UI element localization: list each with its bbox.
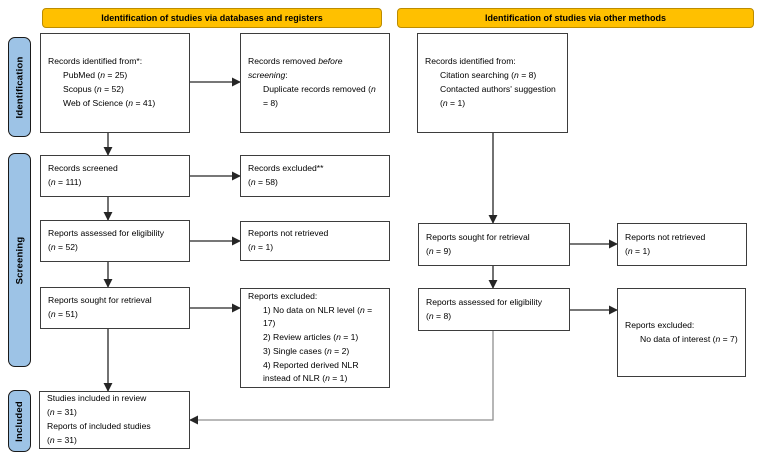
- box-text-line: (n = 1): [625, 245, 651, 256]
- banner-other-label: Identification of studies via other meth…: [484, 12, 667, 23]
- box-text-line: Citation searching (n = 8): [440, 70, 537, 81]
- box-records-screened: Records screened (n = 111): [40, 155, 190, 197]
- box-text-line: Reports excluded:: [625, 319, 695, 330]
- stage-included: Included: [8, 390, 31, 452]
- box-text-line: 3) Single cases (n = 2): [263, 345, 350, 356]
- box-text-line: (n = 1): [248, 242, 274, 252]
- box-text-line: Reports sought for retrieval: [48, 295, 152, 306]
- box-reports-assessed-other: Reports assessed for eligibility (n = 8): [418, 288, 570, 331]
- box-reports-not-retrieved-other: Reports not retrieved (n = 1): [617, 223, 747, 266]
- box-text-line: (n = 8): [426, 310, 452, 321]
- box-text-line: 4) Reported derived NLR instead of NLR (…: [263, 359, 359, 384]
- box-reports-excluded-databases: Reports excluded: 1) No data on NLR leve…: [240, 288, 390, 388]
- stage-included-label: Included: [14, 400, 26, 442]
- box-text-line: (n = 9): [426, 245, 452, 256]
- stage-identification-label: Identification: [14, 56, 26, 118]
- box-text-line: (n = 31): [47, 407, 77, 418]
- box-text-line: Reports not retrieved: [625, 231, 706, 242]
- box-records-identified-databases: Records identified from*: PubMed (n = 25…: [40, 33, 190, 133]
- box-records-removed-before-screening: Records removed before screening: Duplic…: [240, 33, 390, 133]
- box-text-line: Web of Science (n = 41): [63, 97, 156, 108]
- box-text-line: (n = 111): [48, 177, 82, 187]
- box-reports-assessed-databases: Reports assessed for eligibility (n = 52…: [40, 220, 190, 262]
- box-text-line: Reports excluded:: [248, 290, 318, 301]
- box-text-line: Records identified from:: [425, 56, 516, 67]
- box-text-line: 2) Review articles (n = 1): [263, 332, 359, 343]
- box-text-line: (n = 58): [248, 177, 278, 187]
- box-text-line: (n = 31): [47, 434, 77, 445]
- box-studies-included: Studies included in review (n = 31) Repo…: [39, 391, 190, 449]
- box-reports-sought-databases: Reports sought for retrieval (n = 51): [40, 287, 190, 329]
- box-text-line: Records identified from*:: [48, 56, 143, 67]
- box-text-line: Scopus (n = 52): [63, 84, 124, 94]
- box-text-line: (n = 52): [48, 242, 78, 252]
- box-text-line: Reports assessed for eligibility: [48, 228, 165, 239]
- stage-identification: Identification: [8, 37, 31, 137]
- box-text-line: Studies included in review: [47, 393, 147, 404]
- banner-other-methods: Identification of studies via other meth…: [397, 8, 754, 28]
- box-reports-sought-other: Reports sought for retrieval (n = 9): [418, 223, 570, 266]
- stage-screening: Screening: [8, 153, 31, 367]
- box-reports-not-retrieved-databases: Reports not retrieved (n = 1): [240, 221, 390, 261]
- box-text-line: (n = 51): [48, 309, 78, 319]
- banner-databases-label: Identification of studies via databases …: [101, 12, 323, 23]
- box-reports-excluded-other: Reports excluded: No data of interest (n…: [617, 288, 746, 377]
- box-text-line: Reports assessed for eligibility: [426, 296, 543, 307]
- box-text-line: 1) No data on NLR level (n = 17): [263, 304, 373, 329]
- box-text-line: Reports not retrieved: [248, 228, 329, 239]
- box-text-line: Reports of included studies: [47, 421, 151, 431]
- box-text-line: Reports sought for retrieval: [426, 231, 530, 242]
- box-text-line: Contacted authors' suggestion (n = 1): [440, 84, 556, 108]
- box-text-line: PubMed (n = 25): [63, 70, 128, 81]
- box-text-line: Records excluded**: [248, 163, 324, 174]
- box-records-identified-other: Records identified from: Citation search…: [417, 33, 568, 133]
- box-text-line: Records removed before screening:: [248, 56, 343, 81]
- box-records-excluded: Records excluded** (n = 58): [240, 155, 390, 197]
- box-text-line: Records screened: [48, 163, 118, 174]
- box-text-line: Duplicate records removed (n = 8): [263, 84, 376, 108]
- box-text-line: No data of interest (n = 7): [640, 333, 738, 344]
- stage-screening-label: Screening: [14, 236, 26, 284]
- banner-databases-registers: Identification of studies via databases …: [42, 8, 382, 28]
